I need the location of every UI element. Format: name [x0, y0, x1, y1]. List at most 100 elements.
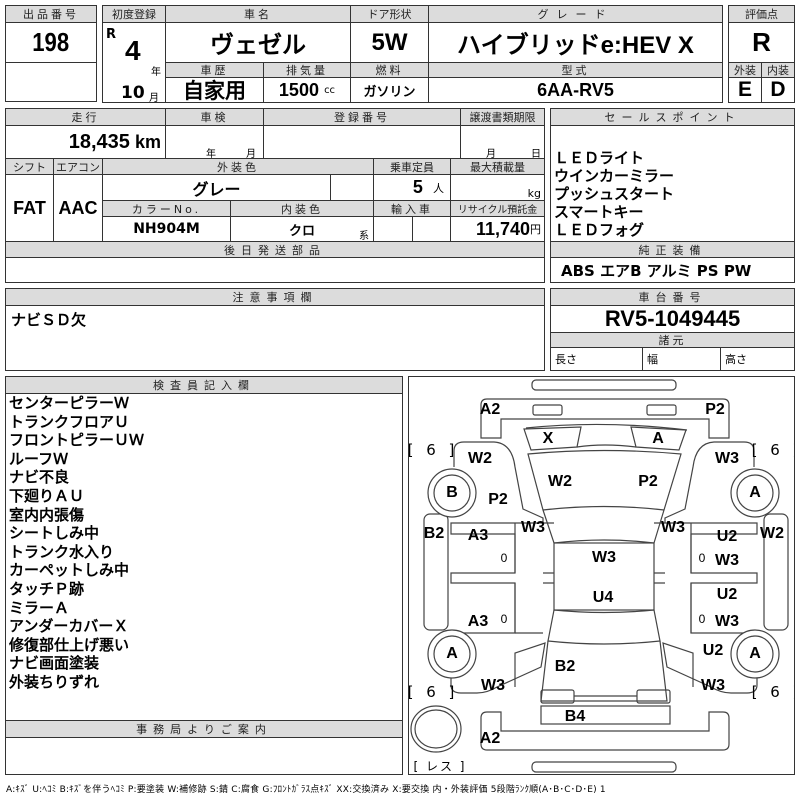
sales-point-item: ウインカーミラー [554, 167, 675, 185]
year-unit: 年 [151, 67, 161, 78]
sales-point-item: スマートキー [554, 203, 644, 221]
later-parts [5, 257, 545, 283]
era: R [106, 27, 117, 42]
inspection-date: 年月 [165, 125, 264, 159]
damage-mark: U2 [716, 586, 738, 603]
inspector-item: 室内内張傷 [9, 505, 85, 524]
chassis-header: 車台番号 [550, 288, 795, 306]
legend: A:ｷｽﾞ U:ﾍｺﾐ B:ｷｽﾞを伴うﾍｺﾐ P:要塗装 W:補修跡 S:錆 … [6, 785, 606, 795]
damage-mark: W2 [548, 473, 572, 490]
capacity-header: 乗車定員 [373, 158, 451, 175]
ext-score: E [728, 77, 762, 103]
damage-mark: A3 [467, 613, 489, 630]
int-color-header: 内装色 [230, 200, 374, 217]
first-reg-header: 初度登録 [102, 5, 166, 23]
later-parts-header: 後日発送部品 [5, 241, 545, 258]
damage-mark: 0 [698, 612, 706, 626]
damage-mark: A [652, 430, 664, 447]
ext-color-header: 外装色 [102, 158, 374, 175]
damage-mark: 0 [698, 551, 706, 565]
car-name-header: 車名 [165, 5, 351, 23]
fuel: ガソリン [350, 77, 429, 103]
damage-mark: A [446, 645, 458, 662]
inspector-item: アンダーカバーＸ [9, 617, 129, 636]
damage-mark: W3 [592, 549, 616, 566]
shift-header: シフト [5, 158, 54, 175]
max-load: kg [450, 174, 545, 201]
inspector-item: フロントピラーＵＷ [9, 431, 145, 450]
damage-mark: W3 [481, 677, 505, 694]
color-no: NH904M [102, 216, 231, 242]
damage-mark: P2 [705, 401, 725, 418]
office-notes [5, 737, 403, 775]
history: 自家用 [165, 77, 264, 103]
ext-color: グレー [102, 174, 331, 201]
door-type: 5W [350, 22, 429, 63]
import-header: 輸入車 [373, 200, 451, 217]
max-load-header: 最大積載量 [450, 158, 545, 175]
lot-number: 198 [5, 22, 97, 63]
inspector-item: ナビ画面塗装 [9, 654, 100, 673]
model-header: 型式 [428, 62, 723, 78]
damage-mark: B2 [554, 658, 576, 675]
damage-mark: W3 [701, 677, 725, 694]
equipment: ABS エアB アルミ PS PW [550, 257, 795, 283]
transfer-header: 譲渡書類期限 [460, 108, 545, 126]
car-name: ヴェゼル [165, 22, 351, 63]
inspector-item: 修復部仕上げ悪い [9, 635, 130, 654]
damage-mark: W2 [468, 450, 492, 467]
damage-mark: P2 [638, 473, 658, 490]
model-code: 6AA-RV5 [428, 77, 723, 103]
tire-front-right: [ 6 ] [751, 441, 794, 459]
damage-mark: W3 [715, 450, 739, 467]
reg-no [263, 125, 461, 159]
ac: AAC [53, 174, 103, 242]
damage-mark: W3 [661, 519, 685, 536]
tire-front-left: [ 6 ] [408, 441, 459, 459]
import-a [373, 216, 413, 242]
grade: ハイブリッドe:HEV X [428, 22, 723, 63]
month-unit: 月 [149, 93, 159, 103]
notes: ナビＳＤ欠 [5, 305, 545, 371]
fuel-header: 燃料 [350, 62, 429, 78]
damage-mark: A [749, 645, 761, 662]
ac-header: エアコン [53, 158, 103, 175]
inspector-item: トランク水入り [9, 542, 115, 561]
inspector-item: カーペットしみ中 [9, 561, 130, 580]
inspector-item: 外装ちりずれ [9, 672, 100, 691]
transfer-date: 月日 [460, 125, 545, 159]
inspector-item: タッチＰ跡 [9, 579, 85, 598]
specs-header: 諸元 [550, 332, 795, 348]
equipment-header: 純正装備 [550, 241, 795, 258]
office-header: 事務局よりご案内 [5, 720, 403, 738]
inspector-item: ルーフＷ [9, 449, 69, 468]
damage-mark: U2 [716, 528, 738, 545]
damage-mark: 0 [500, 612, 508, 626]
damage-mark: W3 [715, 552, 739, 569]
sales-point-item: ＬＥＤライト [554, 149, 645, 167]
recycle-header: リサイクル預託金 [450, 200, 545, 217]
inspector-item: ナビ不良 [9, 468, 70, 487]
damage-mark: B2 [423, 525, 445, 542]
chassis-number: RV5-1049445 [550, 305, 795, 333]
lot-header: 出品番号 [5, 5, 97, 23]
damage-mark: A3 [467, 527, 489, 544]
reg-no-header: 登録番号 [263, 108, 461, 126]
int-score-header: 内装 [761, 62, 795, 78]
sales-points-header: セールスポイント [550, 108, 795, 126]
damage-mark: 0 [500, 551, 508, 565]
mileage: 18,435 km [5, 125, 166, 159]
int-color: クロ系 [230, 216, 374, 242]
damage-mark: W3 [715, 613, 739, 630]
damage-mark: P2 [488, 491, 508, 508]
damage-mark: X [542, 430, 554, 447]
month: 10 [121, 83, 145, 103]
damage-mark: U2 [702, 642, 724, 659]
mileage-header: 走行 [5, 108, 166, 126]
damage-mark: W2 [760, 525, 784, 542]
lot-empty [5, 62, 97, 102]
inspector-item: 下廻りＡＵ [9, 486, 85, 505]
sales-point-item: プッシュスタート [554, 185, 675, 203]
